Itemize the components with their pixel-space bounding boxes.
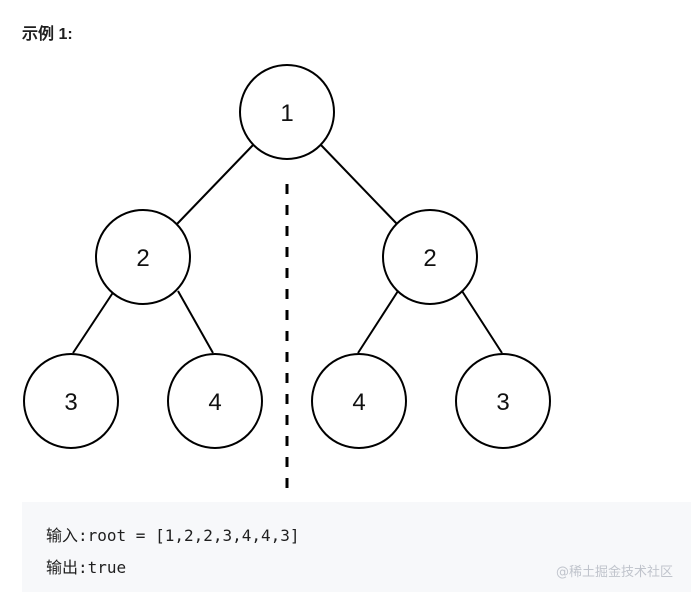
tree-node-right-right: 3 — [455, 353, 551, 449]
example-code-block: 输入:root = [1,2,2,3,4,4,3] 输出:true @稀土掘金技… — [22, 502, 691, 592]
input-label: 输入: — [46, 526, 88, 545]
tree-node-left-right: 4 — [167, 353, 263, 449]
example-heading: 示例 1: — [22, 26, 73, 43]
symmetric-tree-diagram: 1 2 2 3 4 4 3 — [23, 64, 551, 498]
edge-root-right — [319, 143, 398, 225]
input-value: root = [1,2,2,3,4,4,3] — [87, 526, 300, 545]
tree-node-right: 2 — [382, 209, 478, 305]
tree-edges — [72, 143, 503, 354]
output-value: true — [87, 558, 127, 577]
tree-node-label: 2 — [136, 245, 149, 272]
watermark: @稀土掘金技术社区 — [555, 565, 673, 580]
tree-node-label: 1 — [280, 100, 293, 127]
tree-node-root: 1 — [239, 64, 335, 160]
edge-left-leftleft — [72, 290, 115, 354]
tree-node-label: 4 — [352, 389, 365, 416]
edge-left-leftright — [177, 290, 214, 354]
edge-right-rightright — [461, 290, 503, 354]
output-label: 输出: — [46, 558, 88, 577]
tree-node-left: 2 — [95, 209, 191, 305]
tree-node-right-left: 4 — [311, 353, 407, 449]
tree-node-label: 2 — [423, 245, 436, 272]
input-line: 输入:root = [1,2,2,3,4,4,3] — [46, 522, 300, 546]
output-line: 输出:true — [46, 554, 126, 578]
edge-right-rightleft — [357, 290, 399, 354]
tree-node-label: 4 — [208, 389, 221, 416]
edge-root-left — [176, 143, 255, 225]
tree-node-label: 3 — [496, 389, 509, 416]
tree-node-left-left: 3 — [23, 353, 119, 449]
tree-node-label: 3 — [64, 389, 77, 416]
